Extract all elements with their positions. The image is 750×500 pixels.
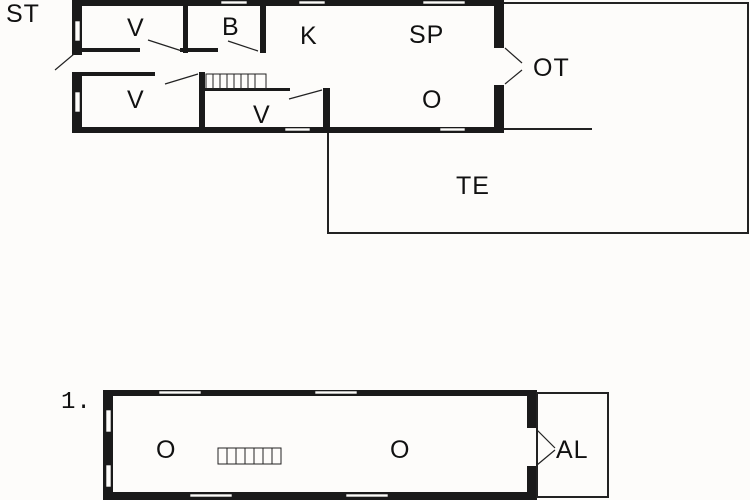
balcony-outline [536,392,609,498]
room-label-v3: V [253,101,271,129]
terrace-label-te: TE [456,172,490,200]
floor-label-first: 1. [61,389,92,416]
stairs-first [217,447,282,465]
room-label-v2: V [127,86,145,114]
label-entrance-st: ST [6,0,40,28]
doorways [72,48,504,85]
ground-floor-windows [74,0,466,132]
room-label-b: B [222,13,240,41]
room-label-o: O [422,86,443,114]
room-label-k: K [300,22,318,50]
outdoor-label-ot: OT [533,54,570,82]
stairs-ground [205,73,267,90]
room-label-sp: SP [409,21,445,49]
room-label-o1: O [156,436,177,464]
balcony-door-swings [536,429,556,466]
first-floor-windows [105,390,389,498]
room-label-v1: V [127,14,145,42]
room-label-o2: O [390,436,411,464]
door-swings [54,39,523,100]
terrace-outline [327,2,749,234]
balcony-doorway [527,428,537,466]
balcony-label-al: AL [556,436,589,464]
